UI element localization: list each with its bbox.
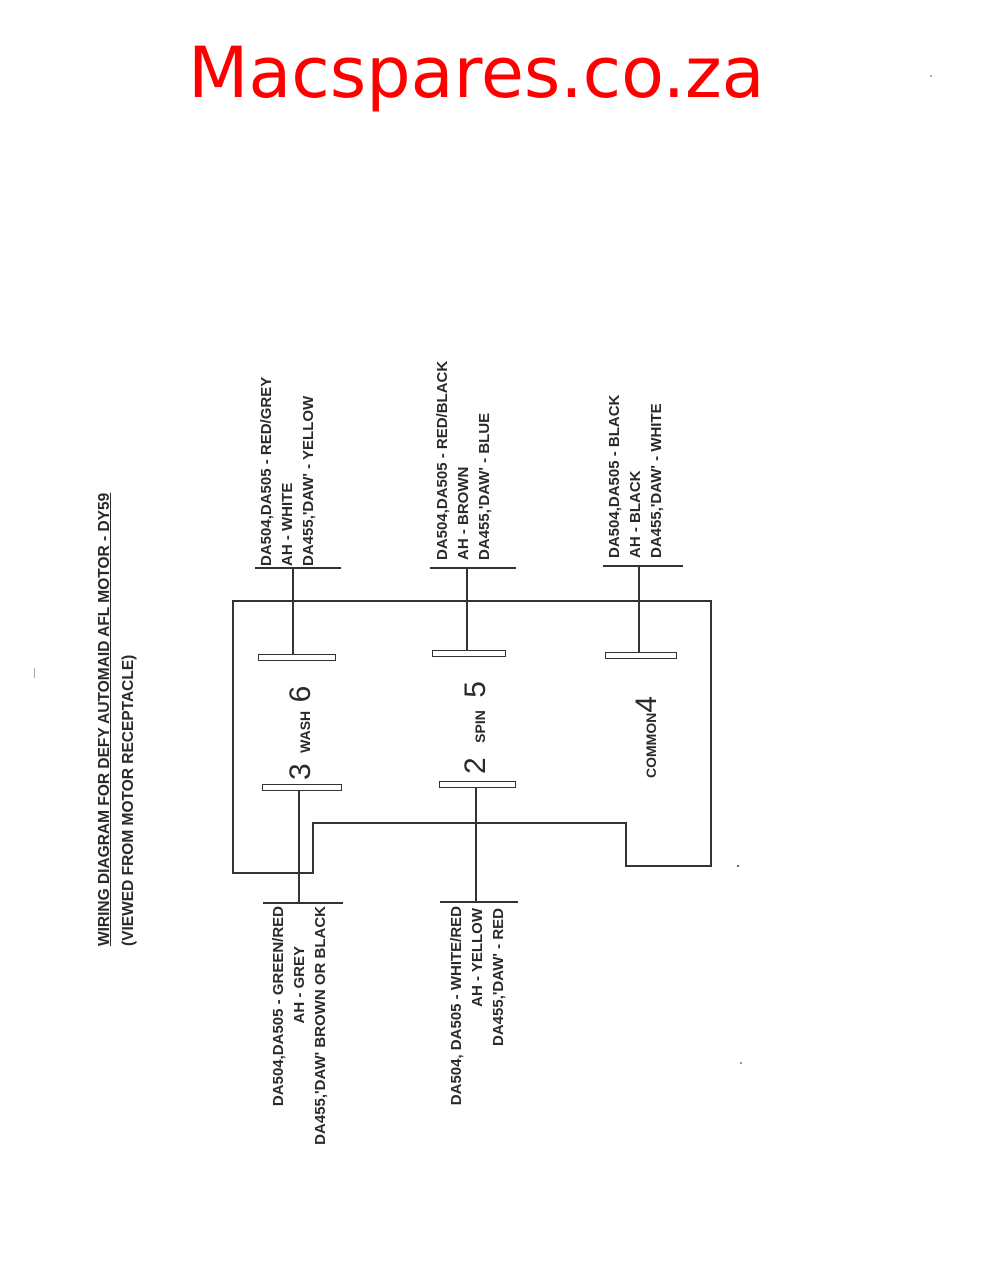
terminal-3-pin xyxy=(262,784,342,791)
wire-label-line: AH - BLACK xyxy=(627,470,644,559)
site-brand-title: Macspares.co.za xyxy=(188,32,765,114)
label-rule xyxy=(263,902,343,904)
label-rule xyxy=(440,901,518,903)
wire-label-terminal-3: DA504,DA505 - GREEN/RED AH - GREY DA455,… xyxy=(268,906,331,1196)
wire-label-line: DA455,'DAW' BROWN OR BLACK xyxy=(312,906,329,1145)
terminal-6-number: 6 xyxy=(284,685,317,703)
wire-label-line: DA504,DA505 - GREEN/RED xyxy=(270,906,287,1107)
wire-label-line: DA455,'DAW' - BLUE xyxy=(476,412,493,560)
terminal-6-pin xyxy=(258,654,336,661)
wire-label-line: DA504,DA505 - RED/GREY xyxy=(258,376,275,566)
wire-label-terminal-2: DA504, DA505 - WHITE/RED AH - YELLOW DA4… xyxy=(446,906,509,1146)
wire-terminal-6 xyxy=(292,568,294,655)
receptacle-outline-top xyxy=(232,600,710,602)
receptacle-outline-notch-right xyxy=(625,822,627,866)
wire-terminal-3 xyxy=(298,791,300,903)
wire-label-line: AH - YELLOW xyxy=(469,908,486,1007)
terminal-group-common: COMMON4 xyxy=(630,696,664,778)
scan-speck xyxy=(740,1062,742,1064)
label-rule xyxy=(255,567,341,569)
scan-speck xyxy=(34,668,35,678)
terminal-3-number: 3 xyxy=(284,763,317,780)
receptacle-outline-right xyxy=(710,600,712,866)
scan-speck xyxy=(930,75,932,77)
wire-terminal-4 xyxy=(638,566,640,652)
wire-label-terminal-4: DA504,DA505 - BLACK AH - BLACK DA455,'DA… xyxy=(604,395,667,558)
wire-label-terminal-6: DA504,DA505 - RED/GREY AH - WHITE DA455,… xyxy=(256,377,319,566)
terminal-2-pin xyxy=(439,781,516,788)
receptacle-outline-notch-left xyxy=(312,822,314,873)
receptacle-outline-left xyxy=(232,600,234,873)
terminal-2-number: 2 xyxy=(459,757,492,774)
wire-label-line: AH - WHITE xyxy=(279,482,296,566)
wire-label-line: DA504, DA505 - WHITE/RED xyxy=(448,906,465,1106)
wire-label-line: DA455,'DAW' - YELLOW xyxy=(300,395,317,566)
terminal-5-pin xyxy=(432,650,506,657)
terminal-4-number: 4 xyxy=(630,695,663,713)
terminal-4-pin xyxy=(605,652,677,659)
wire-terminal-2 xyxy=(475,788,477,902)
terminal-spin-name: SPIN xyxy=(472,710,488,743)
label-rule xyxy=(430,567,516,569)
wire-label-line: DA455,'DAW' - RED xyxy=(490,908,507,1046)
wire-label-line: DA455,'DAW' - WHITE xyxy=(648,403,665,558)
diagram-subtitle: (VIEWED FROM MOTOR RECEPTACLE) xyxy=(120,654,137,946)
terminal-group-spin: 2 SPIN 5 xyxy=(459,681,493,774)
receptacle-outline-notch-top xyxy=(312,822,626,824)
diagram-title: WIRING DIAGRAM FOR DEFY AUTOMAID AFL MOT… xyxy=(96,492,113,946)
label-rule xyxy=(603,565,683,567)
terminal-common-name: COMMON xyxy=(643,712,659,778)
terminal-5-number: 5 xyxy=(459,681,492,698)
terminal-group-wash: 3 WASH 6 xyxy=(284,686,318,780)
wire-label-line: DA504,DA505 - RED/BLACK xyxy=(434,360,451,560)
scan-speck xyxy=(737,865,739,867)
wire-label-line: AH - GREY xyxy=(291,946,308,1024)
terminal-wash-name: WASH xyxy=(297,710,313,753)
wire-label-terminal-5: DA504,DA505 - RED/BLACK AH - BROWN DA455… xyxy=(432,361,495,560)
wire-label-line: DA504,DA505 - BLACK xyxy=(606,394,623,558)
wire-label-line: AH - BROWN xyxy=(455,466,472,560)
receptacle-outline-bottom-right xyxy=(625,865,712,867)
wire-terminal-5 xyxy=(466,568,468,650)
receptacle-outline-bottom-left xyxy=(232,872,314,874)
